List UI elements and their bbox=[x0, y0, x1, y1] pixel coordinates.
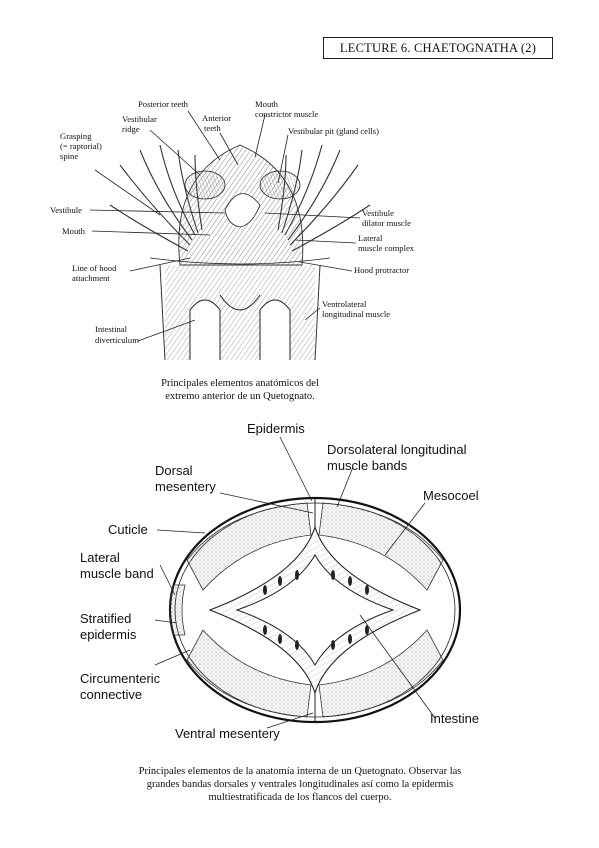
label-lateral-muscle-2: muscle complex bbox=[358, 243, 415, 253]
label-vestibule: Vestibule bbox=[50, 205, 82, 215]
label-circumenteric-1: Circumenteric bbox=[80, 671, 161, 686]
figure1-caption-line2: extremo anterior de un Quetognato. bbox=[165, 391, 315, 402]
label-ventrolateral-1: Ventrolateral bbox=[322, 299, 367, 309]
label-dorsal-2: mesentery bbox=[155, 479, 216, 494]
head-illustration bbox=[109, 144, 371, 361]
label-lateral-band-1: Lateral bbox=[80, 550, 120, 565]
label-intestinal-2: diverticulum bbox=[95, 335, 139, 345]
label-lateral-muscle-1: Lateral bbox=[358, 233, 383, 243]
label-stratified-2: epidermis bbox=[80, 627, 137, 642]
label-cuticle: Cuticle bbox=[108, 522, 148, 537]
label-stratified-1: Stratified bbox=[80, 611, 131, 626]
label-hood-line-2: attachment bbox=[72, 273, 110, 283]
label-intestinal-1: Intestinal bbox=[95, 324, 128, 334]
figure2-caption-line1: Principales elementos de la anatomía int… bbox=[138, 766, 462, 777]
cross-section-illustration bbox=[168, 496, 462, 724]
figure1-caption: Principales elementos anatómicos del ext… bbox=[130, 377, 350, 403]
figure-anterior-anatomy: Posterior teeth Vestibular ridge Anterio… bbox=[50, 99, 415, 361]
label-anterior-teeth-1: Anterior bbox=[202, 113, 231, 123]
label-mouth-constrictor-2: constrictor muscle bbox=[255, 109, 318, 119]
lecture-title: LECTURE 6. CHAETOGNATHA (2) bbox=[323, 37, 553, 59]
label-dorsolateral-1: Dorsolateral longitudinal bbox=[327, 442, 467, 457]
label-vestibular-pit: Vestibular pit (gland cells) bbox=[288, 126, 379, 136]
label-grasping-2: (= raptorial) bbox=[60, 141, 102, 151]
label-dorsal-1: Dorsal bbox=[155, 463, 193, 478]
figure1-caption-line1: Principales elementos anatómicos del bbox=[161, 378, 319, 389]
label-vestibule-dilator-1: Vestibule bbox=[362, 208, 394, 218]
label-vestibule-dilator-2: dilator muscle bbox=[362, 218, 411, 228]
label-hood-protractor: Hood protractor bbox=[354, 265, 409, 275]
label-vestibular-ridge-1: Vestibular bbox=[122, 114, 157, 124]
label-mesocoel: Mesocoel bbox=[423, 488, 479, 503]
label-circumenteric-2: connective bbox=[80, 687, 142, 702]
label-grasping-1: Grasping bbox=[60, 131, 92, 141]
label-vestibular-ridge-2: ridge bbox=[122, 124, 140, 134]
label-posterior-teeth: Posterior teeth bbox=[138, 99, 189, 109]
figure2-caption: Principales elementos de la anatomía int… bbox=[80, 765, 520, 804]
label-ventrolateral-2: longitudinal muscle bbox=[322, 309, 390, 319]
figure2-caption-line3: multiestratificada de los flancos del cu… bbox=[208, 792, 392, 803]
label-intestine: Intestine bbox=[430, 711, 479, 726]
label-hood-line-1: Line of hood bbox=[72, 263, 117, 273]
label-epidermis: Epidermis bbox=[247, 421, 305, 436]
label-anterior-teeth-2: teeth bbox=[204, 123, 221, 133]
figure-cross-section: Epidermis Dorsolateral longitudinal musc… bbox=[80, 421, 479, 741]
label-mouth: Mouth bbox=[62, 226, 86, 236]
figure2-caption-line2: grandes bandas dorsales y ventrales long… bbox=[146, 779, 454, 790]
label-lateral-band-2: muscle band bbox=[80, 566, 154, 581]
label-grasping-3: spine bbox=[60, 151, 78, 161]
label-mouth-constrictor-1: Mouth bbox=[255, 99, 279, 109]
label-dorsolateral-2: muscle bands bbox=[327, 458, 408, 473]
label-ventral-mesentery: Ventral mesentery bbox=[175, 726, 280, 741]
